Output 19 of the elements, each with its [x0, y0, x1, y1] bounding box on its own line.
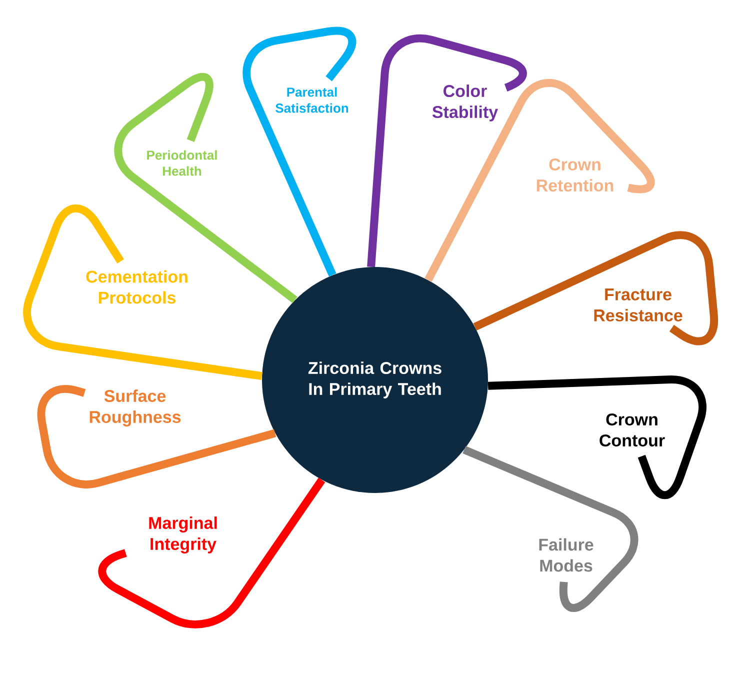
hook-line	[473, 231, 718, 346]
topic-label: Parental Satisfaction	[276, 87, 348, 113]
topic-label: Cementation Protocols	[86, 270, 188, 304]
hook-line	[23, 204, 262, 380]
topic-label: Failure Modes	[539, 538, 594, 572]
topic-label: Periodontal Health	[147, 150, 217, 176]
topic-label: Crown Contour	[600, 413, 665, 446]
hook-line	[114, 73, 298, 304]
topic-label: Color Stability	[432, 84, 498, 122]
topic-label: Fracture Resistance	[594, 288, 682, 322]
hook-line	[242, 26, 356, 277]
topic-label: Marginal Integrity	[149, 516, 217, 554]
hook-line	[367, 34, 527, 268]
hook-line	[462, 446, 638, 612]
hook-line	[424, 79, 655, 282]
hook-line	[98, 478, 326, 628]
topic-label: Surface Roughness	[90, 390, 181, 426]
topic-label: Crown Retention	[536, 158, 614, 192]
hook-line	[488, 376, 706, 500]
